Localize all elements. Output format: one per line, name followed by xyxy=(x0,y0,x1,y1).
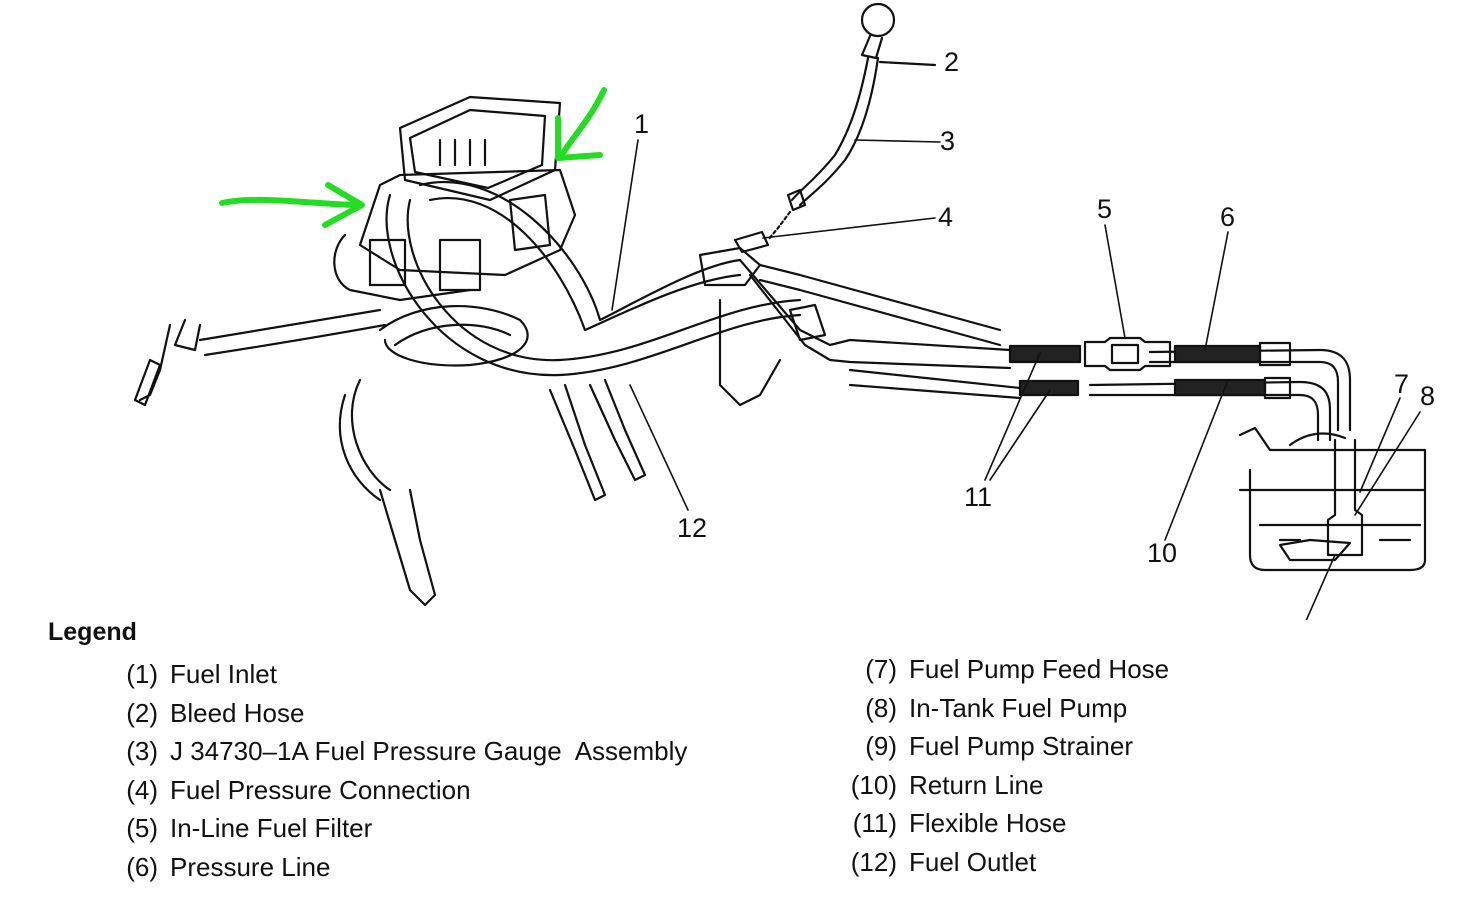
wiring-harness xyxy=(133,304,647,607)
callout-3: 3 xyxy=(940,126,955,156)
callout-7: 7 xyxy=(1394,369,1409,399)
highlight-arrow-left-icon xyxy=(219,196,363,208)
legend-item-9: (9) Fuel Pump Strainer xyxy=(845,727,1169,766)
legend-number: (6) xyxy=(126,851,158,882)
legend-label: Fuel Pump Strainer xyxy=(909,731,1133,762)
fuel-system-illustration: 1 2 3 4 5 6 7 8 9 10 11 12 xyxy=(133,2,1435,620)
legend-item-5: (5) In-Line Fuel Filter xyxy=(108,809,687,848)
highlight-arrows xyxy=(219,87,607,228)
legend-item-8: (8) In-Tank Fuel Pump xyxy=(845,689,1169,728)
legend-item-7: (7) Fuel Pump Feed Hose xyxy=(845,650,1169,689)
callout-1: 1 xyxy=(634,109,649,139)
legend-label: In-Line Fuel Filter xyxy=(170,813,373,844)
legend-label: Fuel Outlet xyxy=(909,846,1037,877)
legend-number: (12) xyxy=(850,846,897,877)
legend-number: (5) xyxy=(126,813,158,844)
legend-item-12: (12) Fuel Outlet xyxy=(845,843,1169,882)
flexible-hoses xyxy=(1008,341,1292,400)
legend-number: (8) xyxy=(865,692,897,723)
legend-left-column: (1) Fuel Inlet (2) Bleed Hose (3) J 34730–1… xyxy=(108,655,687,887)
callout-4: 4 xyxy=(938,202,953,232)
legend-label: Fuel Inlet xyxy=(170,659,277,689)
fuel-lines xyxy=(385,181,1352,442)
legend-title: Legend xyxy=(48,618,137,646)
pressure-gauge-assembly xyxy=(733,2,937,254)
callout-11: 11 xyxy=(964,482,992,512)
in-line-fuel-filter xyxy=(1083,336,1172,372)
legend-label: Fuel Pump Feed Hose xyxy=(909,654,1170,684)
legend-label: Fuel Pressure Connection xyxy=(170,774,471,805)
legend-label: Flexible Hose xyxy=(909,808,1067,839)
legend-right-column: (7) Fuel Pump Feed Hose (8) In-Tank Fuel P… xyxy=(845,650,1169,882)
legend-number: (9) xyxy=(865,731,897,762)
legend-item-4: (4) Fuel Pressure Connection xyxy=(108,771,687,810)
legend-item-6: (6) Pressure Line xyxy=(108,848,687,887)
fuel-tank xyxy=(1238,426,1427,572)
legend-label: J 34730–1A Fuel Pressure Gauge Assembly xyxy=(170,736,688,767)
legend-number: (3) xyxy=(126,736,158,767)
callout-5: 5 xyxy=(1097,194,1112,224)
legend-label: In-Tank Fuel Pump xyxy=(909,692,1128,723)
callout-2: 2 xyxy=(944,47,959,77)
legend-number: (11) xyxy=(852,808,897,839)
legend-label: Bleed Hose xyxy=(170,697,305,728)
legend-item-1: (1) Fuel Inlet xyxy=(108,655,687,694)
callout-labels: 1 2 3 4 5 6 7 8 9 10 11 12 xyxy=(634,47,1435,568)
legend-label: Pressure Line xyxy=(170,851,331,882)
legend-number: (10) xyxy=(850,769,897,800)
callout-6: 6 xyxy=(1220,202,1235,232)
legend-item-3: (3) J 34730–1A Fuel Pressure Gauge Assemb… xyxy=(108,732,687,771)
legend-number: (1) xyxy=(126,659,158,689)
legend-item-2: (2) Bleed Hose xyxy=(108,694,687,733)
legend-number: (4) xyxy=(126,774,158,805)
callout-leaders xyxy=(611,139,1421,620)
callout-12: 12 xyxy=(677,513,707,543)
legend-item-10: (10) Return Line xyxy=(845,766,1169,805)
callout-10: 10 xyxy=(1147,538,1177,568)
legend-label: Return Line xyxy=(909,769,1044,800)
highlight-arrow-right-icon xyxy=(557,87,607,161)
legend-number: (2) xyxy=(126,697,158,728)
legend-number: (7) xyxy=(865,654,897,684)
legend-item-11: (11) Flexible Hose xyxy=(845,804,1169,843)
callout-8: 8 xyxy=(1420,381,1435,411)
